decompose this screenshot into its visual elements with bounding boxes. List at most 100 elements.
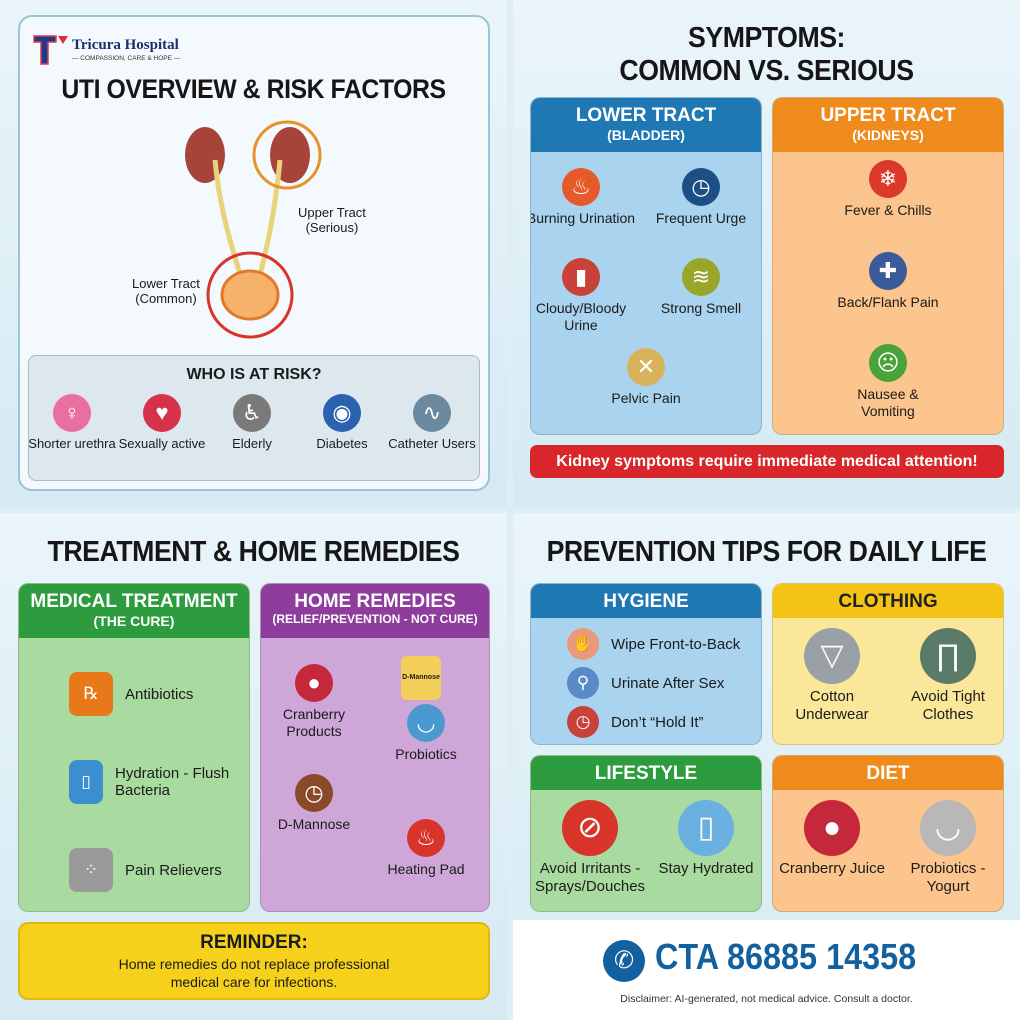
home-remedy-label: Cranberry Products <box>282 706 346 739</box>
pill-pack-icon: ⁘ <box>69 848 113 892</box>
clock-icon: ◷ <box>567 706 599 738</box>
symptoms-section: SYMPTOMS: COMMON VS. SERIOUS LOWER TRACT… <box>513 0 1020 507</box>
smell-icon: ≋ <box>682 258 720 296</box>
cloudy-urine-cup-icon: ▮ <box>562 258 600 296</box>
risk-item-label: Sexually active <box>118 436 206 451</box>
no-spray-icon: ⊘ <box>562 800 618 856</box>
diet-item-label: Cranberry Juice <box>779 860 885 877</box>
hygiene-card: HYGIENE✋Wipe Front-to-Back⚲Urinate After… <box>530 583 762 745</box>
prevention-title: PREVENTION TIPS FOR DAILY LIFE <box>546 536 987 568</box>
upper-tract-label: Upper Tract (Serious) <box>298 205 366 235</box>
upper-symptom: ✚ Back/Flank Pain <box>833 252 943 311</box>
cta-area: ✆ CTA 86885 14358 Disclaimer: AI-generat… <box>513 920 1020 1020</box>
clothing-card: CLOTHING▽Cotton Underwear∏Avoid Tight Cl… <box>772 583 1004 745</box>
disclaimer: Disclaimer: AI-generated, not medical ad… <box>620 993 913 1005</box>
lower-symptom: ♨ Burning Urination <box>530 168 636 227</box>
medical-title: MEDICAL TREATMENT <box>30 591 238 612</box>
reminder-title: REMINDER: <box>200 932 308 953</box>
overview-title: UTI OVERVIEW & RISK FACTORS <box>61 74 446 104</box>
hospital-logo-icon <box>32 32 70 66</box>
catheter-icon: ∿ <box>413 394 451 432</box>
risk-title: WHO IS AT RISK? <box>186 366 322 383</box>
hygiene-item: ◷ Don’t “Hold It” <box>567 706 704 738</box>
hygiene-item-label: Wipe Front-to-Back <box>611 635 741 653</box>
risk-item: ♥ Sexually active <box>107 394 217 452</box>
risk-box: WHO IS AT RISK? ♀Shorter urethra♥Sexuall… <box>28 355 480 481</box>
medical-item-label: Hydration - Flush Bacteria <box>115 765 230 799</box>
clock-mannose-icon: ◷ <box>295 774 333 812</box>
pill-bottle-icon: ℞ <box>69 672 113 716</box>
lower-symptom-label: Strong Smell <box>660 300 742 316</box>
lifestyle-item: ⊘Avoid Irritants - Sprays/Douches <box>535 800 645 896</box>
phone-icon[interactable]: ✆ <box>603 940 645 982</box>
lifestyle-title: LIFESTYLE <box>531 756 761 790</box>
medical-item: ⁘ Pain Relievers <box>69 848 249 892</box>
clothing-item-label: Cotton Underwear <box>795 688 869 723</box>
lower-symptom-label: Pelvic Pain <box>611 390 681 406</box>
hygiene-item-label: Don’t “Hold It” <box>611 713 704 731</box>
lower-symptom: ≋ Strong Smell <box>646 258 756 317</box>
fever-thermometer-icon: ❄ <box>869 160 907 198</box>
clothing-item: ∏ Avoid Tight Clothes <box>893 628 1003 724</box>
upper-symptom-label: Fever & Chills <box>844 202 932 218</box>
hospital-tagline: — COMPASSION, CARE & HOPE — <box>72 55 181 62</box>
lower-symptom: ◷Frequent Urge <box>646 168 756 227</box>
risk-item-label: Catheter Users <box>388 436 476 451</box>
home-remedies-card: HOME REMEDIES(RELIEF/PREVENTION - NOT CU… <box>260 583 490 912</box>
home-remedy: ◡Probiotics <box>371 704 481 763</box>
diet-item: ◡ Probiotics - Yogurt <box>893 800 1003 896</box>
upper-symptom: ❄ Fever & Chills <box>833 160 943 219</box>
burning-toilet-icon: ♨ <box>562 168 600 206</box>
hospital-name: Tricura Hospital <box>72 37 179 53</box>
risk-item-label: Diabetes <box>316 436 368 451</box>
toilet-couple-icon: ⚲ <box>567 667 599 699</box>
lower-tract-subtitle: (BLADDER) <box>607 126 685 143</box>
lower-symptom-label: Frequent Urge <box>655 210 747 226</box>
risk-item: ♀Shorter urethra <box>17 394 127 452</box>
water-glass-icon: ▯ <box>678 800 734 856</box>
upper-symptom-label: Nausee & Vomiting <box>857 386 919 419</box>
home-remedy: ♨Heating Pad <box>371 819 481 878</box>
lower-symptom: ▮ Cloudy/Bloody Urine <box>531 258 636 334</box>
upper-tract-card: UPPER TRACT(KIDNEYS) ❄ Fever & Chills ✚ Bac… <box>772 97 1004 435</box>
wipe-hand-icon: ✋ <box>567 628 599 660</box>
glucose-meter-icon: ◉ <box>323 394 361 432</box>
lower-tract-card: LOWER TRACT(BLADDER) ♨ Burning Urination ◷… <box>530 97 762 435</box>
home-header: HOME REMEDIES(RELIEF/PREVENTION - NOT CU… <box>261 584 489 638</box>
pants-icon: ∏ <box>920 628 976 684</box>
lifestyle-item-label: Stay Hydrated <box>658 860 754 877</box>
upper-tract-header: UPPER TRACT(KIDNEYS) <box>773 98 1003 152</box>
risk-item: ◉ Diabetes <box>287 394 397 452</box>
hygiene-item-label: Urinate After Sex <box>611 674 725 692</box>
lower-tract-title: LOWER TRACT <box>575 105 717 126</box>
clothing-item-label: Avoid Tight Clothes <box>911 688 985 723</box>
yogurt-icon: ◡ <box>407 704 445 742</box>
lower-symptom-label: Cloudy/Bloody Urine <box>535 300 627 333</box>
upper-symptom: ☹ Nausee & Vomiting <box>833 344 943 420</box>
lower-symptom-label: Burning Urination <box>530 210 636 226</box>
back-pain-icon: ✚ <box>869 252 907 290</box>
hygiene-item: ✋ Wipe Front-to-Back <box>567 628 740 660</box>
upper-symptom-label: Back/Flank Pain <box>837 294 939 310</box>
cta-phone[interactable]: CTA 86885 14358 <box>655 936 917 977</box>
urinary-tract-diagram <box>185 120 322 339</box>
couple-heart-icon: ♥ <box>143 394 181 432</box>
diet-card: DIET●Cranberry Juice◡Probiotics - Yogurt <box>772 755 1004 912</box>
medical-item-label: Pain Relievers <box>125 861 222 879</box>
treatment-section: TREATMENT & HOME REMEDIES MEDICAL TREATM… <box>0 513 507 1020</box>
medical-subtitle: (THE CURE) <box>93 612 175 629</box>
medical-header: MEDICAL TREATMENT(THE CURE) <box>19 584 249 638</box>
pelvis-icon: ✕ <box>627 348 665 386</box>
yogurt-spoon-icon: ◡ <box>920 800 976 856</box>
lifestyle-item: ▯ Stay Hydrated <box>651 800 761 878</box>
reminder-text: Home remedies do not replace professiona… <box>118 956 390 990</box>
diet-item: ●Cranberry Juice <box>777 800 887 878</box>
elderly-icon: ♿ <box>233 394 271 432</box>
diet-item-label: Probiotics - Yogurt <box>910 860 986 895</box>
risk-item: ∿ Catheter Users <box>377 394 487 452</box>
home-remedy: ◷D-Mannose <box>261 774 369 833</box>
lower-symptom: ✕ Pelvic Pain <box>591 348 701 407</box>
nausea-face-icon: ☹ <box>869 344 907 382</box>
symptoms-title: SYMPTOMS: COMMON VS. SERIOUS <box>533 22 999 89</box>
heating-pad-icon: ♨ <box>407 819 445 857</box>
